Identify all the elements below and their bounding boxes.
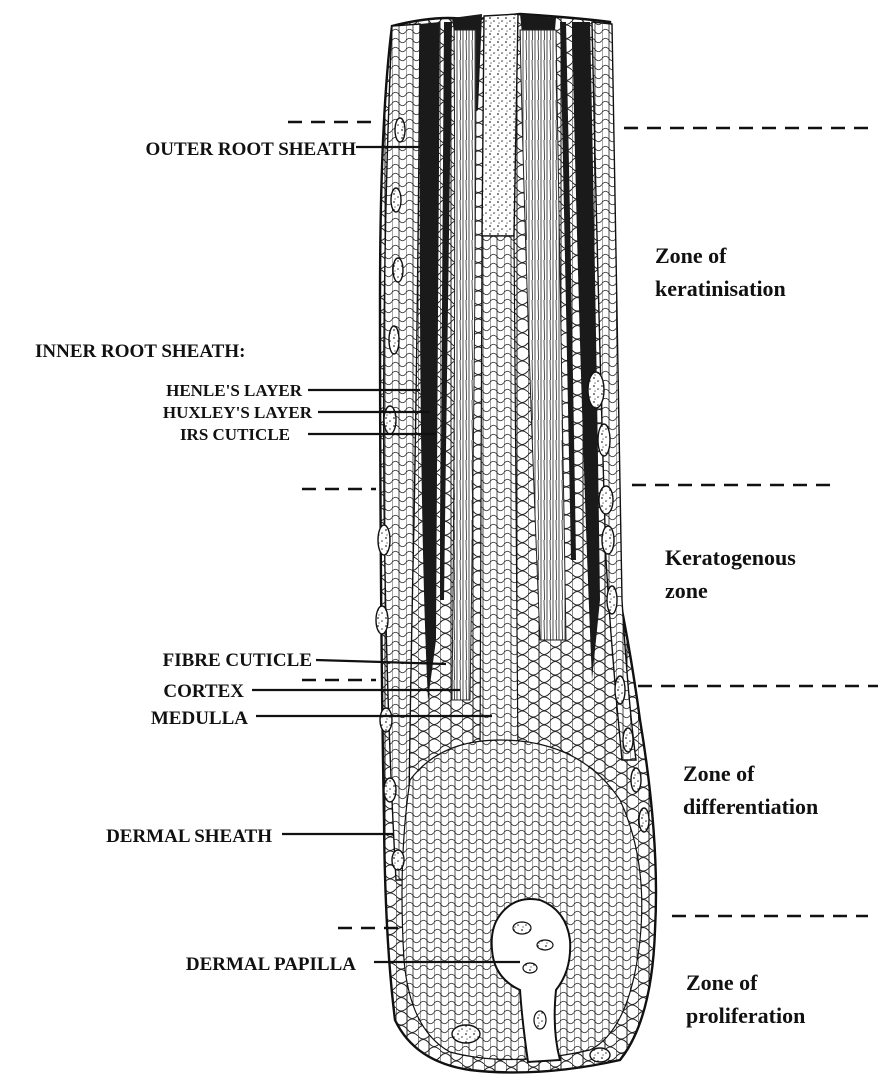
papilla-cell xyxy=(513,922,531,934)
zone-proliferation-line2: proliferation xyxy=(686,1003,805,1028)
label-outer-root-sheath: OUTER ROOT SHEATH xyxy=(146,139,357,160)
label-henles-layer: HENLE'S LAYER xyxy=(166,381,303,400)
label-fibre-cuticle: FIBRE CUTICLE xyxy=(163,650,312,671)
label-inner-root-sheath: INNER ROOT SHEATH: xyxy=(35,341,245,362)
label-dermal-papilla: DERMAL PAPILLA xyxy=(186,954,356,975)
papilla-cell xyxy=(537,940,553,950)
papilla-cell xyxy=(534,1011,546,1029)
follicle-illustration xyxy=(376,14,656,1072)
zone-keratogenous-line1: Keratogenous xyxy=(665,545,796,570)
zone-keratinisation-line1: Zone of xyxy=(655,243,727,268)
medulla-keratinised xyxy=(482,14,518,236)
zone-keratogenous-line2: zone xyxy=(665,578,708,603)
label-cortex: CORTEX xyxy=(163,681,244,702)
structure-labels: OUTER ROOT SHEATH INNER ROOT SHEATH: HEN… xyxy=(35,139,356,975)
zone-labels: Zone of keratinisation Keratogenous zone… xyxy=(655,243,818,1028)
medulla-cellular xyxy=(480,236,518,760)
zone-proliferation-line1: Zone of xyxy=(686,970,758,995)
label-irs-cuticle: IRS CUTICLE xyxy=(180,425,290,444)
label-dermal-sheath: DERMAL SHEATH xyxy=(106,826,272,847)
zone-differentiation-line2: differentiation xyxy=(683,794,818,819)
zone-keratinisation-line2: keratinisation xyxy=(655,276,786,301)
label-medulla: MEDULLA xyxy=(151,708,248,729)
papilla-cell xyxy=(523,963,537,973)
zone-differentiation-line1: Zone of xyxy=(683,761,755,786)
label-huxleys-layer: HUXLEY'S LAYER xyxy=(163,403,313,422)
